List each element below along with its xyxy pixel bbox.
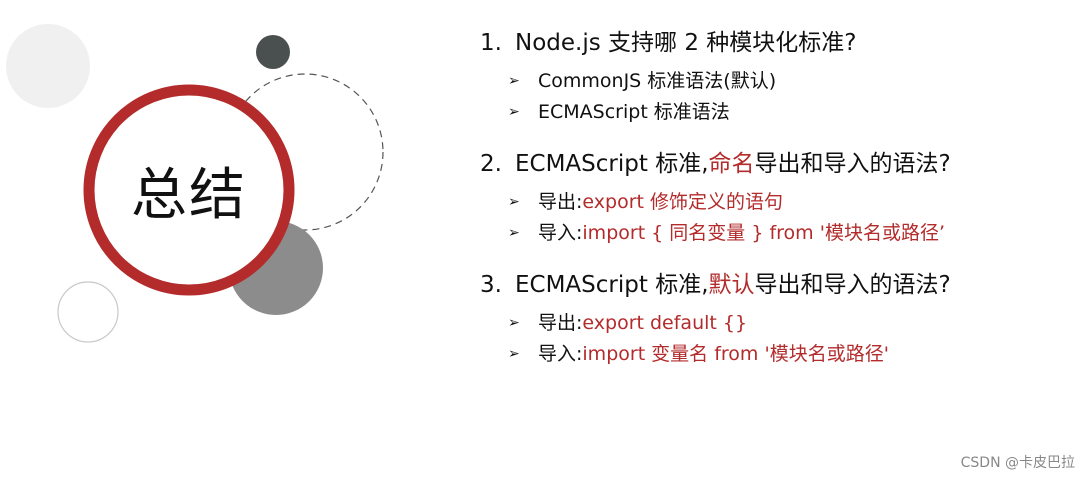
question-text-end: 导出和导入的语法? xyxy=(754,272,951,298)
page-title: 总结 xyxy=(131,162,247,228)
arrow-bullet-icon: ➢ xyxy=(508,315,520,331)
arrow-bullet-icon: ➢ xyxy=(508,194,520,210)
decorative-circles xyxy=(6,24,384,343)
question-text: Node.js 支持哪 2 种模块化标准? xyxy=(515,30,857,56)
bullet-label: 导出: xyxy=(538,312,583,334)
question-heading: 2. ECMAScript 标准,命名导出和导入的语法? xyxy=(480,147,1060,181)
question-text: ECMAScript 标准, xyxy=(515,151,709,177)
list-item: ➢ ECMAScript 标准语法 xyxy=(508,97,1060,128)
watermark: CSDN @卡皮巴拉 xyxy=(960,455,1075,471)
question-text: ECMAScript 标准, xyxy=(515,272,709,298)
question-number: 3. xyxy=(480,272,502,298)
arrow-bullet-icon: ➢ xyxy=(508,104,520,120)
arrow-bullet-icon: ➢ xyxy=(508,73,520,89)
outline-small-circle xyxy=(57,281,119,343)
arrow-bullet-icon: ➢ xyxy=(508,346,520,362)
question-section-2: 2. ECMAScript 标准,命名导出和导入的语法? ➢ 导出:export 修… xyxy=(480,147,1060,249)
bullet-label: 导入: xyxy=(538,343,583,365)
question-highlight: 默认 xyxy=(708,272,755,298)
light-gray-circle xyxy=(6,24,90,108)
bullet-label: ECMAScript 标准语法 xyxy=(538,101,730,123)
question-highlight: 命名 xyxy=(708,151,755,177)
question-number: 2. xyxy=(480,151,502,177)
bullet-list: ➢ CommonJS 标准语法(默认) ➢ ECMAScript 标准语法 xyxy=(480,66,1060,128)
list-item: ➢ 导出:export default {} xyxy=(508,308,1060,339)
bullet-label: 导出: xyxy=(538,191,583,213)
list-item: ➢ 导入:import { 同名变量 } from '模块名或路径’ xyxy=(508,218,1060,249)
question-section-1: 1. Node.js 支持哪 2 种模块化标准? ➢ CommonJS 标准语法(默… xyxy=(480,26,1060,128)
list-item: ➢ 导出:export 修饰定义的语句 xyxy=(508,187,1060,218)
bullet-label: 导入: xyxy=(538,222,583,244)
bullet-value: export default {} xyxy=(582,312,748,334)
summary-content: 1. Node.js 支持哪 2 种模块化标准? ➢ CommonJS 标准语法(默… xyxy=(480,26,1060,370)
list-item: ➢ CommonJS 标准语法(默认) xyxy=(508,66,1060,97)
bullet-value: export 修饰定义的语句 xyxy=(582,191,783,213)
question-number: 1. xyxy=(480,30,502,56)
bullet-value: import { 同名变量 } from '模块名或路径’ xyxy=(582,222,945,244)
red-ring xyxy=(83,84,295,296)
question-heading: 1. Node.js 支持哪 2 种模块化标准? xyxy=(480,26,1060,60)
dark-small-circle xyxy=(256,35,290,69)
bullet-list: ➢ 导出:export 修饰定义的语句 ➢ 导入:import { 同名变量 } f… xyxy=(480,187,1060,249)
question-section-3: 3. ECMAScript 标准,默认导出和导入的语法? ➢ 导出:export d… xyxy=(480,268,1060,370)
question-text-end: 导出和导入的语法? xyxy=(754,151,951,177)
question-heading: 3. ECMAScript 标准,默认导出和导入的语法? xyxy=(480,268,1060,302)
bullet-list: ➢ 导出:export default {} ➢ 导入:import 变量名 fro… xyxy=(480,308,1060,370)
bullet-label: CommonJS 标准语法(默认) xyxy=(538,70,777,92)
bullet-value: import 变量名 from '模块名或路径' xyxy=(582,343,889,365)
list-item: ➢ 导入:import 变量名 from '模块名或路径' xyxy=(508,339,1060,370)
arrow-bullet-icon: ➢ xyxy=(508,225,520,241)
